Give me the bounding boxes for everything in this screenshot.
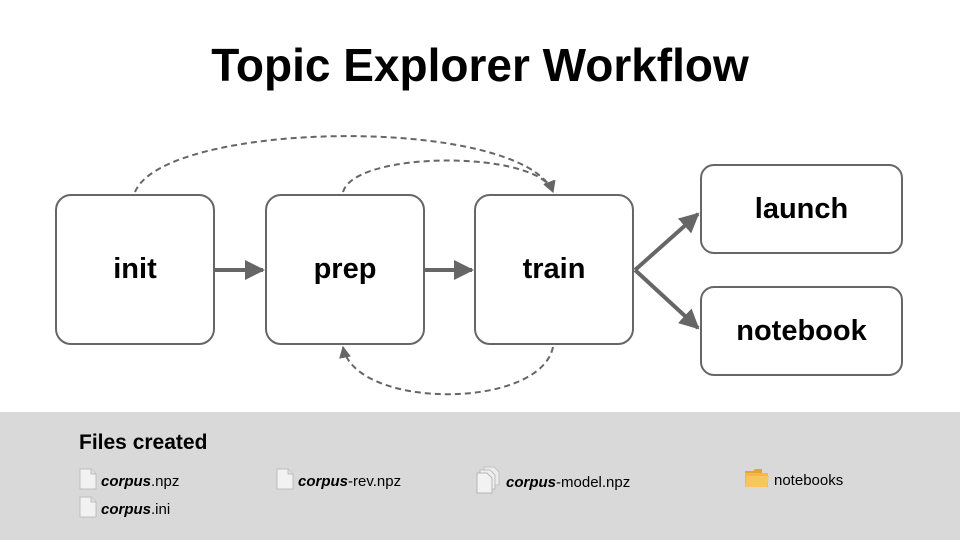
node-notebook: notebook — [700, 286, 903, 376]
file-icon — [79, 496, 97, 522]
file-stem: corpus — [506, 473, 557, 491]
file-entry: notebooks — [744, 468, 843, 492]
file-suffix: .npz — [151, 472, 180, 490]
file-stem: corpus — [101, 472, 152, 490]
node-init: init — [55, 194, 215, 345]
node-train: train — [474, 194, 634, 345]
file-icon — [276, 468, 294, 494]
file-suffix: notebooks — [774, 471, 844, 489]
workflow-diagram — [134, 135, 700, 396]
dashed-arc-train-to-prep — [339, 345, 554, 396]
file-entry: corpus-rev.npz — [276, 468, 401, 494]
arrow-train-to-launch — [633, 212, 700, 272]
arrow-train-to-notebook — [633, 268, 700, 330]
node-launch: launch — [700, 164, 903, 254]
dashed-arc-prep-to-train — [342, 159, 556, 194]
file-stem: corpus — [101, 500, 152, 518]
file-icon — [79, 468, 97, 494]
page-title: Topic Explorer Workflow — [211, 39, 749, 91]
file-stem: corpus — [298, 472, 349, 490]
folder-icon — [744, 468, 770, 492]
files-heading: Files created — [79, 431, 208, 454]
node-prep: prep — [265, 194, 425, 345]
file-suffix: -rev.npz — [348, 472, 402, 490]
files-panel: Files created corpus.npz corpus-rev.npz … — [0, 412, 960, 540]
dashed-arc-init-to-train — [134, 135, 555, 194]
stacked-files-icon — [476, 466, 502, 498]
file-entry: corpus.npz — [79, 468, 179, 494]
file-suffix: .ini — [151, 500, 171, 518]
file-entry: corpus.ini — [79, 496, 170, 522]
file-entry: corpus-model.npz — [476, 466, 630, 498]
file-suffix: -model.npz — [556, 473, 631, 491]
